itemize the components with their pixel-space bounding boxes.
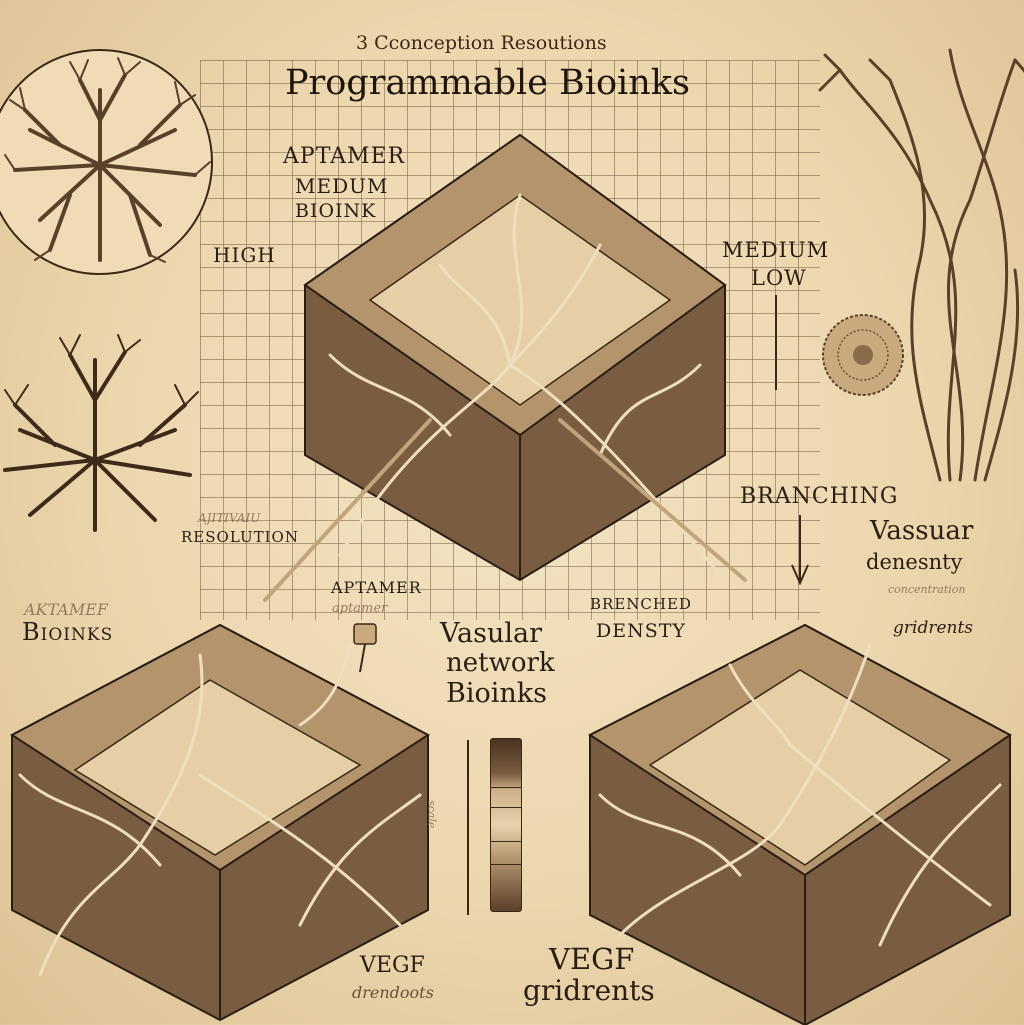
page-title: Programmable Bioinks bbox=[285, 63, 690, 103]
top-cube-label-2: MEDUM bbox=[295, 174, 389, 198]
hydrogel-cube-right bbox=[588, 623, 1012, 1025]
vegf-center-title: VEGF bbox=[549, 942, 635, 976]
top-cube-label-1: APTAMER bbox=[283, 144, 406, 169]
center-label-2: network bbox=[446, 648, 555, 678]
left-bioinks-label: Bioinks bbox=[22, 618, 114, 646]
level-low: LOW bbox=[751, 266, 807, 290]
branching-tree-icon bbox=[3, 334, 199, 532]
center-label-3: Bioinks bbox=[446, 678, 547, 709]
branching-label: BRANCHING bbox=[740, 484, 899, 509]
branched-label: BRENCHED bbox=[590, 595, 692, 613]
gradients-label: gridrents bbox=[893, 618, 974, 638]
aptamer-faint-label: aptamer bbox=[332, 601, 388, 616]
hydrogel-cube-top bbox=[303, 133, 727, 582]
level-medium: MEDIUM bbox=[722, 238, 830, 262]
level-high: HIGH bbox=[213, 243, 276, 267]
branched-density-label: DENSTY bbox=[596, 620, 686, 642]
aptamer-label: APTAMER bbox=[331, 578, 422, 597]
hydrogel-cube-left bbox=[10, 623, 430, 1022]
header-subtitle: 3 Cconception Resoutions bbox=[356, 32, 607, 54]
gradient-scale-bar bbox=[490, 738, 522, 912]
resolution-label: RESOLUTION bbox=[181, 528, 299, 546]
concentration-faint-label: concentration bbox=[888, 583, 966, 596]
level-indicator-line bbox=[775, 295, 777, 390]
vegf-left-sub: drendoots bbox=[352, 983, 434, 1002]
density-label: denesnty bbox=[866, 550, 963, 574]
center-label-1: Vasular bbox=[440, 618, 543, 649]
pipette-icon bbox=[353, 623, 377, 673]
left-faint-title: AKTAMEF bbox=[24, 600, 109, 619]
top-cube-label-3: BIOINK bbox=[295, 200, 377, 222]
vascular-label: Vassuar bbox=[870, 516, 974, 546]
scale-ruler bbox=[467, 740, 469, 915]
cell-cluster-icon bbox=[822, 314, 904, 396]
vascular-trunks-icon bbox=[818, 48, 1024, 482]
arrow-down-icon bbox=[791, 515, 809, 586]
vascular-tree-circle-icon bbox=[0, 49, 213, 275]
left-faint-label: AJITIVAIU bbox=[198, 511, 261, 525]
vegf-center-sub: gridrents bbox=[523, 974, 655, 1007]
vegf-left-title: VEGF bbox=[360, 953, 425, 978]
